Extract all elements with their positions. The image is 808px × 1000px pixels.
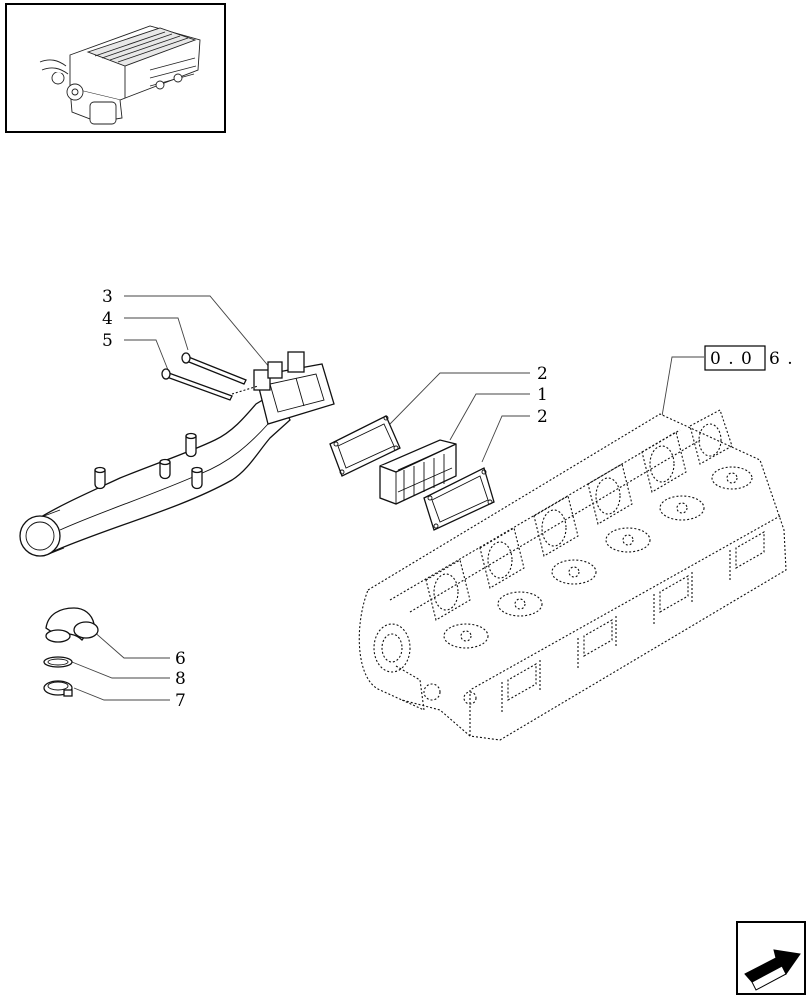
gasket-part-2-lower <box>423 467 495 531</box>
valve-chamber-6 <box>689 409 733 465</box>
o-ring-part-8 <box>43 656 73 668</box>
injector-pads <box>443 466 753 649</box>
reference-suffix-text: 6 . <box>769 349 794 369</box>
valve-chamber-1 <box>425 559 471 621</box>
callout-8: 8 <box>175 669 186 689</box>
valve-chamber-2 <box>479 527 525 589</box>
cylinder-head-outline <box>358 409 787 741</box>
heater-part-1 <box>379 439 457 505</box>
callout-5: 5 <box>102 331 113 351</box>
leader-lines <box>71 295 704 701</box>
callout-2-upper: 2 <box>537 364 548 384</box>
valve-chamber-3 <box>533 495 579 557</box>
callout-7: 7 <box>175 691 186 711</box>
callout-3: 3 <box>102 287 113 307</box>
callout-4: 4 <box>102 309 113 329</box>
callout-1: 1 <box>537 385 548 405</box>
screw-part-4 <box>181 352 247 385</box>
engine-thumbnail-icon <box>39 25 201 125</box>
reference-boxed-text: 0 . 0 <box>710 349 753 369</box>
next-page-button[interactable] <box>736 921 806 995</box>
clamp-part-7 <box>43 680 73 697</box>
callout-6: 6 <box>175 649 186 669</box>
valve-chamber-5 <box>641 431 687 493</box>
reference-label[interactable]: 0 . 0 6 . <box>704 345 794 371</box>
gasket-part-2-upper <box>329 415 401 477</box>
valve-chamber-4 <box>587 463 633 525</box>
screw-part-5 <box>161 368 233 401</box>
next-page-arrow-icon <box>744 949 801 991</box>
engine-thumbnail <box>5 3 226 133</box>
callout-2-lower: 2 <box>537 407 548 427</box>
elbow-fitting-part-6 <box>45 607 99 643</box>
intake-manifold <box>19 351 335 557</box>
